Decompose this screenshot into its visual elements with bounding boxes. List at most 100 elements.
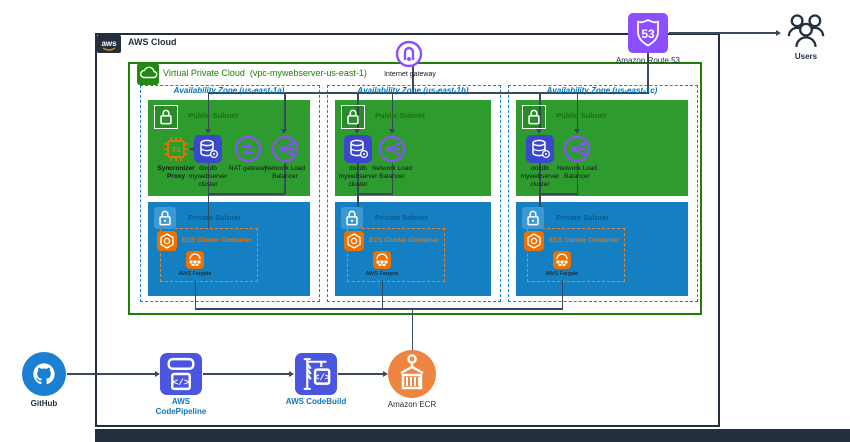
ecs-cluster-label-2: ECS Cluster Container: [369, 237, 439, 244]
top-bus-line: [208, 92, 649, 94]
drop-db1: [207, 92, 210, 129]
lock-icon: [341, 207, 363, 229]
az-box-2: [327, 85, 501, 302]
nlb-label-2: Network Load Balancer: [371, 165, 413, 181]
ecr-stem-line: [411, 308, 414, 351]
vpc-label-text: Virtual Private Cloud: [163, 68, 245, 78]
fargate-icon-3: [553, 251, 571, 269]
nlb3-jog-line: [540, 193, 578, 195]
github-codepipeline-arrowhead: [155, 370, 160, 377]
github-icon: [22, 352, 66, 396]
aws-cloud-box: [95, 33, 720, 427]
public-subnet-label-2: Public Subnet: [375, 111, 426, 120]
codebuild-ecr-arrowhead: [383, 370, 388, 377]
arrowhead-nlb2: [388, 129, 395, 134]
bottom-bar: [95, 429, 850, 442]
nlb2-down-line: [391, 163, 394, 194]
proxy-chip-text: T3: [172, 145, 181, 154]
route53-users-line: [669, 32, 776, 34]
ecs-cluster-label-3: ECS Cluster Container: [549, 237, 619, 244]
codebuild-icon: </>: [295, 353, 337, 395]
nlb-icon-2: [378, 135, 406, 168]
route53-label: Amazon Route 53: [615, 56, 681, 65]
ecs-icon-2: [344, 231, 364, 251]
docdb-cluster-label-1: docdb mywebserver cluster: [188, 165, 228, 189]
arrowhead-db3: [536, 129, 542, 134]
codepipeline-codebuild-line: [203, 373, 289, 375]
lock-icon: [154, 207, 176, 229]
private-subnet-3: [516, 202, 688, 296]
ecr-icon: [388, 350, 436, 398]
route53-users-arrowhead: [776, 29, 781, 36]
az-label-1: Availability Zone (us-east-1a): [173, 86, 285, 95]
nat-gateway-label: NAT gateway: [228, 165, 268, 172]
proxy-db-line: [190, 148, 194, 150]
docdb-cluster-icon-1: [194, 135, 222, 163]
route53-stem-line: [647, 52, 649, 93]
drop-nlb3: [576, 92, 579, 129]
arrowhead-nlb1: [281, 129, 287, 134]
vpc-icon: [137, 63, 159, 85]
aws-cloud-label: AWS Cloud: [128, 37, 177, 47]
route53-icon: 53: [628, 13, 668, 53]
nat-gateway-icon: [234, 135, 262, 168]
internet-gateway-label: Internet gateway: [384, 71, 436, 78]
codebuild-label: AWS CodeBuild: [285, 397, 347, 406]
docdb-cluster-label-3: docdb mywebserver cluster: [520, 165, 560, 189]
bottom-bus-line: [194, 308, 563, 310]
codebuild-ecr-line: [338, 373, 383, 375]
docdb-cluster-icon-2: [344, 135, 372, 163]
fargate-label-2: AWS Fargate: [365, 270, 399, 277]
nlb-icon-3: [563, 135, 591, 168]
igw-stem-line: [412, 66, 414, 93]
codepipeline-icon: </>: [160, 353, 202, 395]
fargate-icon-2: [373, 251, 391, 269]
az-box-3: [508, 85, 698, 302]
nlb1-jog-line: [208, 193, 285, 195]
ecs-cluster-box-3: [527, 228, 625, 282]
nlb1-down-line: [284, 163, 286, 194]
nlb-icon-1: [271, 135, 299, 168]
route53-badge: 53: [641, 27, 655, 41]
github-label: GitHub: [30, 399, 58, 408]
lock-icon: [522, 207, 544, 229]
nlb2-jog-line: [358, 193, 393, 195]
internet-gateway-icon: [395, 40, 423, 73]
nlb3-down-line: [576, 163, 579, 194]
db3-ecs-line: [539, 163, 541, 228]
az-label-2: Availability Zone (us-east-1b): [357, 86, 469, 95]
syncronizer-proxy-icon: T3: [162, 135, 190, 168]
ecs-cluster-box-1: [160, 228, 258, 282]
docdb-cluster-icon-3: [526, 135, 554, 163]
ecs-cluster-box-2: [347, 228, 445, 282]
drop-db3: [539, 92, 541, 129]
private-subnet-label-1: Private Subnet: [188, 213, 241, 222]
github-codepipeline-line: [67, 373, 155, 375]
fargate-icon-1: [186, 251, 204, 269]
private-subnet-label-2: Private Subnet: [375, 213, 428, 222]
az-label-3: Availability Zone (us-east-1c): [546, 86, 658, 95]
lock-icon: [341, 105, 365, 129]
fargate2-bus-line: [381, 280, 384, 309]
nlb-label-1: Network Load Balancer: [264, 165, 306, 181]
fargate3-bus-line: [561, 280, 564, 309]
drop-nlb2: [391, 92, 394, 129]
fargate-label-1: AWS Fargate: [178, 270, 212, 277]
fargate-label-3: AWS Fargate: [545, 270, 579, 277]
fargate1-bus-line: [194, 280, 197, 309]
aws-logo-icon: aws: [97, 35, 121, 53]
db2-ecs-line: [357, 163, 359, 228]
arrowhead-db2: [354, 129, 360, 134]
users-label: Users: [794, 52, 818, 61]
arrowhead-db1: [204, 129, 211, 134]
ecs-icon-1: [157, 231, 177, 251]
lock-icon: [154, 105, 178, 129]
codepipeline-codebuild-arrowhead: [289, 370, 294, 377]
ecs-cluster-label-1: ECS Cluster Container: [182, 237, 252, 244]
svg-text:</>: </>: [314, 373, 330, 383]
lock-icon: [522, 105, 546, 129]
public-subnet-label-1: Public Subnet: [188, 111, 239, 120]
syncronizer-proxy-label: Syncronizer Proxy: [157, 165, 195, 181]
drop-nlb1: [284, 92, 286, 129]
